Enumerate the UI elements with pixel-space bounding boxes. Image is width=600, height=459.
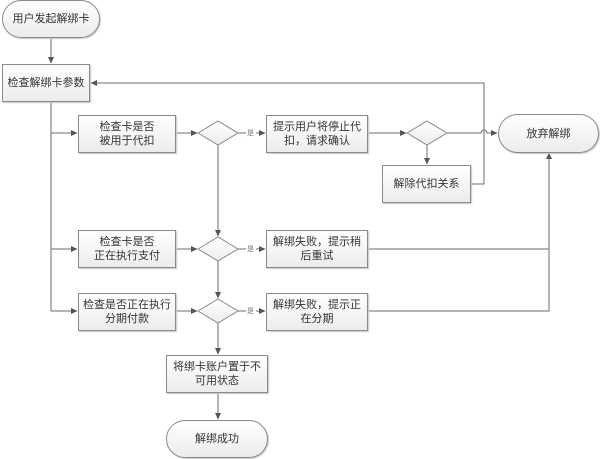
edge-remove-to-check-params [90,80,485,185]
yes-label-installment: 是 [247,307,254,315]
fail-installment-node: 解绑失败，提示正在分期 [266,293,368,331]
check-installment-node: 检查是否正在执行分期付款 [78,293,176,331]
set-unavailable-node: 将绑卡账户置于不可用状态 [166,355,268,393]
decision-deduct [197,120,239,146]
check-params-node: 检查解绑卡参数 [2,64,90,102]
check-paying-node: 检查卡是否 正在执行支付 [78,230,176,268]
decision-paying [197,236,239,262]
abandon-node: 放弃解绑 [498,114,599,153]
yes-label-deduct: 是 [247,129,254,137]
start-node: 用户发起解绑卡 [2,0,100,38]
edge-confirm-to-abandon [447,129,498,136]
yes-label-paying: 是 [247,245,254,253]
remove-deduct-node: 解除代扣关系 [382,165,471,203]
edge-fail-installment-to-abandon [368,152,552,312]
check-deduct-node: 检查卡是否 被用于代扣 [78,115,176,153]
decision-installment [197,298,239,324]
decision-confirm [406,120,448,146]
fail-retry-node: 解绑失败，提示稍后重试 [266,230,368,268]
success-node: 解绑成功 [166,420,268,458]
prompt-stop-deduct-node: 提示用户将停止代扣，请求确认 [266,115,368,153]
